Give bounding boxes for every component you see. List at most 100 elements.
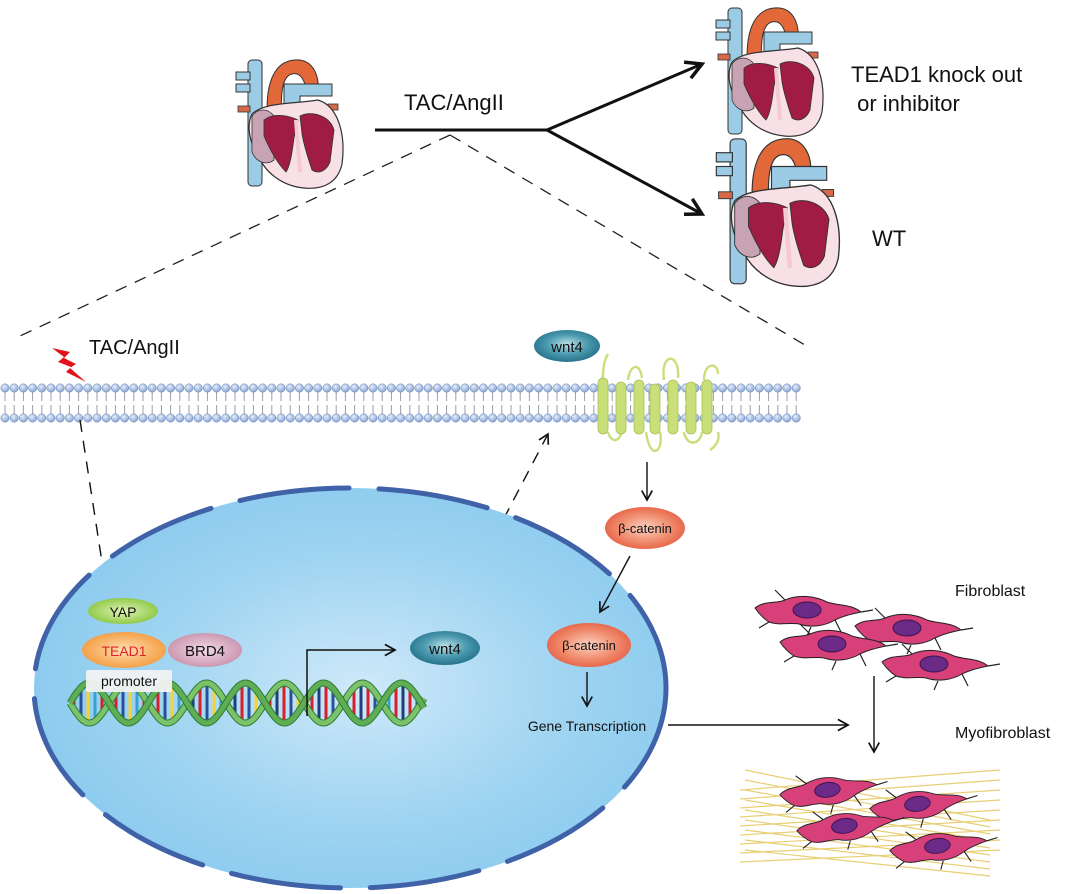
lipid-head bbox=[745, 413, 755, 423]
lipid-head bbox=[156, 413, 166, 423]
knockout-label-line2: or inhibitor bbox=[851, 91, 960, 116]
collagen-fiber bbox=[744, 769, 991, 821]
lipid-head bbox=[745, 383, 755, 393]
tead1-label: TEAD1 bbox=[101, 643, 146, 659]
lipid-head bbox=[589, 383, 599, 393]
lipid-head bbox=[110, 413, 120, 423]
lipid-head bbox=[570, 383, 580, 393]
lipid-head bbox=[166, 413, 176, 423]
lipid-head bbox=[350, 383, 360, 393]
lipid-head bbox=[101, 383, 111, 393]
brd4-protein: BRD4 bbox=[168, 633, 242, 667]
lipid-head bbox=[221, 413, 231, 423]
wnt4-nuclear: wnt4 bbox=[410, 631, 480, 665]
lipid-head bbox=[442, 413, 452, 423]
lipid-head bbox=[331, 413, 341, 423]
lipid-head bbox=[469, 383, 479, 393]
lipid-head bbox=[258, 413, 268, 423]
nuclear-envelope bbox=[31, 485, 669, 891]
lipid-head bbox=[267, 413, 277, 423]
lipid-head bbox=[432, 383, 442, 393]
wnt4-nuclear-label: wnt4 bbox=[428, 641, 461, 658]
lipid-head bbox=[212, 413, 222, 423]
lipid-head bbox=[773, 413, 783, 423]
lipid-head bbox=[239, 413, 249, 423]
lipid-head bbox=[129, 383, 139, 393]
lipid-head bbox=[230, 383, 240, 393]
lipid-head bbox=[276, 413, 286, 423]
collagen-fiber bbox=[739, 769, 1001, 791]
lipid-head bbox=[543, 383, 553, 393]
lipid-head bbox=[239, 383, 249, 393]
lipid-head bbox=[83, 413, 93, 423]
lipid-head bbox=[46, 413, 56, 423]
lipid-head bbox=[727, 383, 737, 393]
lipid-head bbox=[64, 383, 74, 393]
lipid-head bbox=[764, 383, 774, 393]
beta-catenin-nuclear: β-catenin bbox=[547, 623, 631, 667]
lipid-head bbox=[166, 383, 176, 393]
membrane-stimulus-label: TAC/AngII bbox=[89, 337, 180, 359]
lipid-head bbox=[773, 383, 783, 393]
lipid-head bbox=[386, 383, 396, 393]
lipid-head bbox=[561, 413, 571, 423]
yap-protein: YAP bbox=[88, 598, 158, 624]
lipid-head bbox=[202, 383, 212, 393]
fibroblast-label: Fibroblast bbox=[955, 583, 1026, 600]
lipid-head bbox=[359, 383, 369, 393]
lipid-head bbox=[736, 383, 746, 393]
lipid-head bbox=[258, 383, 268, 393]
lipid-head bbox=[212, 383, 222, 393]
lipid-head bbox=[9, 413, 19, 423]
lipid-head bbox=[414, 383, 424, 393]
dashed-arrow-stimulus-to-yap bbox=[79, 419, 111, 590]
lipid-head bbox=[9, 383, 19, 393]
zoom-dash-left bbox=[19, 134, 451, 337]
lipid-head bbox=[55, 383, 65, 393]
wnt4-ligand: wnt4 bbox=[534, 330, 600, 362]
lipid-head bbox=[350, 413, 360, 423]
beta-catenin-cytoplasm: β-catenin bbox=[605, 507, 685, 549]
lipid-head bbox=[626, 413, 636, 423]
lipid-head bbox=[28, 413, 38, 423]
lipid-head bbox=[294, 413, 304, 423]
lipid-head bbox=[764, 413, 774, 423]
lipid-head bbox=[28, 383, 38, 393]
lipid-head bbox=[754, 413, 764, 423]
lipid-head bbox=[552, 413, 562, 423]
lipid-head bbox=[377, 413, 387, 423]
lipid-head bbox=[469, 413, 479, 423]
myofibroblast-label: Myofibroblast bbox=[955, 725, 1051, 742]
fibroblast-cells bbox=[754, 589, 1001, 691]
lipid-head bbox=[294, 383, 304, 393]
lipid-head bbox=[322, 413, 332, 423]
collagen-fiber bbox=[744, 839, 991, 870]
wnt4-ligand-label: wnt4 bbox=[550, 339, 583, 356]
lipid-head bbox=[313, 383, 323, 393]
lipid-head bbox=[248, 383, 258, 393]
lipid-head bbox=[488, 413, 498, 423]
lipid-head bbox=[359, 413, 369, 423]
lipid-head bbox=[543, 413, 553, 423]
collagen-fiber bbox=[744, 779, 991, 828]
lipid-head bbox=[506, 413, 516, 423]
lipid-head bbox=[37, 413, 47, 423]
lipid-head bbox=[478, 413, 488, 423]
knockout-label-line1: TEAD1 knock out bbox=[851, 62, 1022, 87]
lipid-head bbox=[313, 413, 323, 423]
collagen-fiber bbox=[739, 789, 1001, 809]
heart-icon-knockout bbox=[714, 5, 825, 139]
frizzled-receptor bbox=[597, 353, 720, 453]
lipid-head bbox=[791, 383, 801, 393]
yap-label: YAP bbox=[110, 604, 137, 620]
lipid-head bbox=[524, 383, 534, 393]
lipid-head bbox=[488, 383, 498, 393]
lipid-head bbox=[478, 383, 488, 393]
lipid-head bbox=[55, 413, 65, 423]
transcription-arrow bbox=[306, 643, 397, 716]
promoter-box: promoter bbox=[86, 670, 172, 692]
lipid-head bbox=[534, 413, 544, 423]
lipid-head bbox=[782, 383, 792, 393]
heart-icon-wt bbox=[716, 139, 839, 287]
collagen-fiber bbox=[739, 829, 1001, 845]
